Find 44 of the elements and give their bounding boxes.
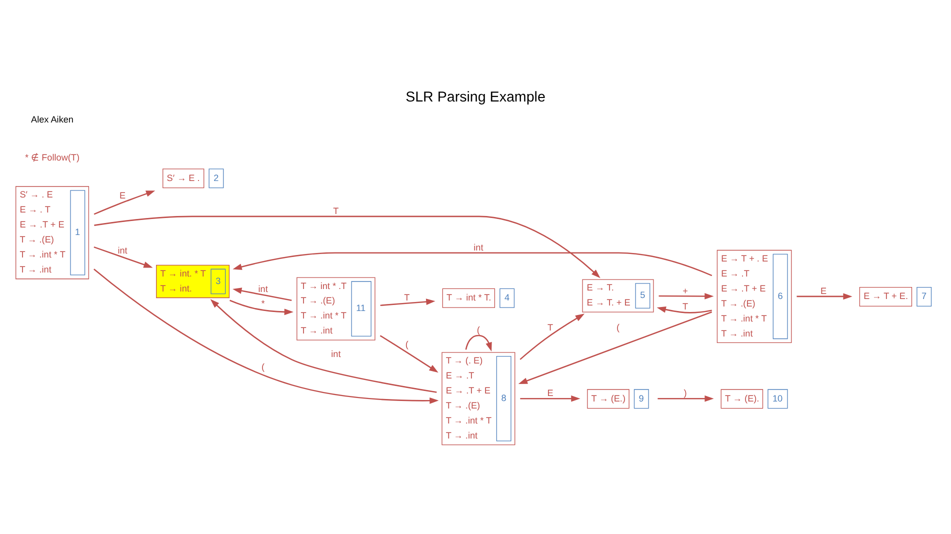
diagram-title: SLR Parsing Example — [406, 89, 546, 106]
edge-label: T — [682, 301, 688, 312]
arrow — [796, 292, 852, 300]
edge-label: E — [119, 190, 126, 200]
edge-label: T — [404, 292, 410, 302]
arrow — [380, 298, 436, 306]
edge-label: int — [258, 284, 268, 294]
arrow — [520, 394, 580, 402]
edge-label: int — [118, 245, 128, 256]
edge-label: ( — [476, 324, 480, 335]
arrow — [658, 292, 714, 299]
edge-label: ) — [684, 388, 687, 398]
arrow — [658, 394, 714, 402]
edge-label: E — [820, 285, 827, 296]
arrow — [518, 310, 712, 384]
edge-label: int — [474, 242, 484, 252]
edge-label: T — [548, 322, 554, 332]
arrow — [94, 215, 600, 278]
edge-label: int — [331, 348, 341, 359]
arrow — [94, 268, 439, 404]
edge-label: ( — [262, 362, 265, 372]
label: * ∉ Follow(T) — [25, 152, 80, 162]
label: Alex Aiken — [31, 114, 74, 124]
node-label: 10 — [772, 392, 783, 403]
edge-label: E — [547, 388, 554, 398]
arrow — [232, 287, 292, 301]
arrow — [232, 252, 712, 276]
node-label: 9 — [638, 392, 644, 403]
edge-label: T — [333, 205, 339, 216]
node-label: 7 — [922, 290, 927, 301]
arrow — [465, 334, 492, 352]
edge-label: ( — [405, 338, 408, 349]
arrow — [380, 334, 438, 372]
edge-label: + — [682, 285, 688, 296]
arrow — [94, 190, 156, 214]
arrow — [520, 313, 585, 360]
arrow — [656, 306, 712, 313]
arrow — [94, 246, 153, 268]
edge-label: * — [261, 298, 265, 308]
node-label: 2 — [214, 172, 219, 182]
edge-label: ( — [616, 322, 620, 332]
arrow — [230, 299, 294, 315]
node-label: 4 — [504, 292, 510, 302]
arrow — [210, 298, 437, 392]
